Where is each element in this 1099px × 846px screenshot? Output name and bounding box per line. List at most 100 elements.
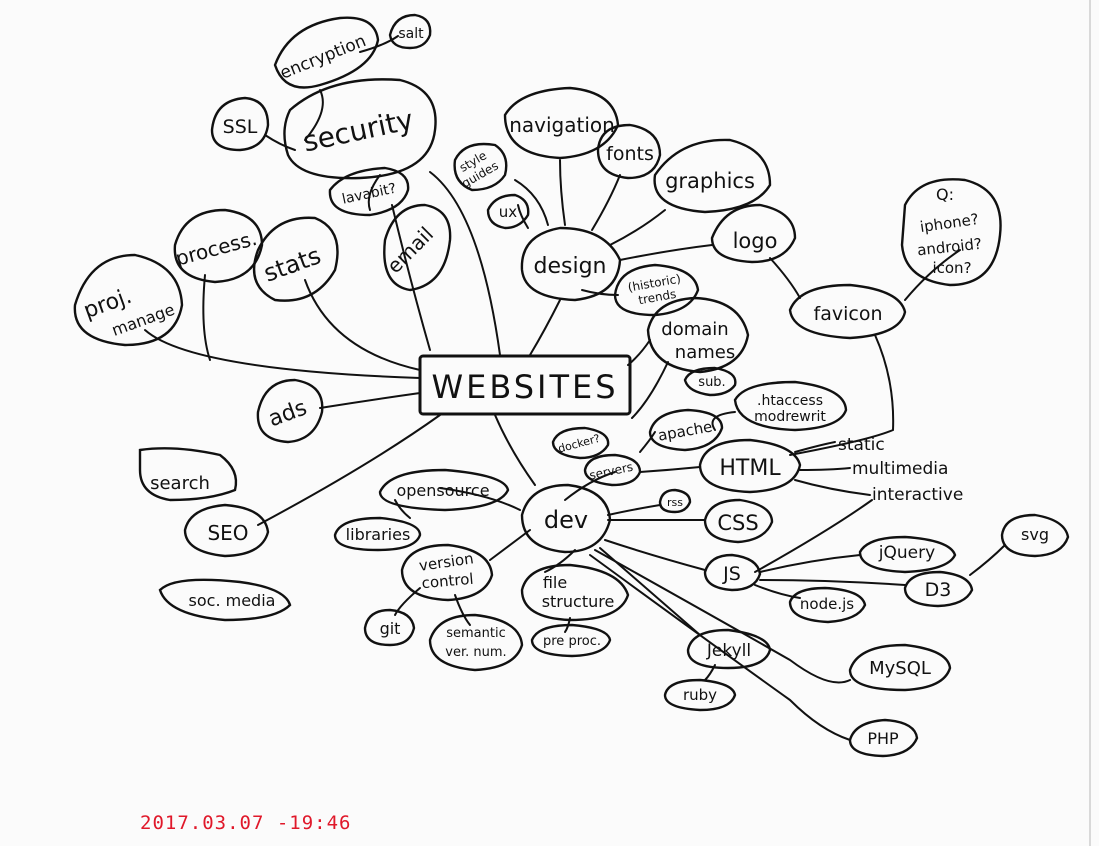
android-label: android?: [916, 235, 982, 260]
htaccess-label: .htaccess: [757, 393, 823, 409]
multimedia-label: multimedia: [852, 459, 948, 479]
nodejs-label: node.js: [800, 595, 854, 613]
node-style-guides: style guides: [453, 142, 508, 192]
js-label: JS: [722, 563, 741, 585]
servers-label: servers: [588, 460, 634, 483]
jekyll-label: Jekyll: [706, 641, 751, 661]
git-label: git: [380, 619, 401, 638]
logo-label: logo: [733, 229, 778, 253]
salt-label: salt: [398, 26, 424, 42]
apache-label: apache: [657, 417, 714, 444]
node-git: git: [363, 608, 416, 647]
node-version-control: version control: [400, 543, 494, 602]
node-design: design: [520, 226, 622, 302]
node-d3: D3: [903, 570, 974, 608]
node-graphics: graphics: [653, 138, 772, 214]
modrewrit-label: modrewrit: [754, 409, 826, 425]
iphone-label: iphone?: [919, 210, 980, 236]
preproc-label: pre proc.: [543, 634, 601, 649]
node-semantic-ver: semantic ver. num.: [428, 613, 524, 672]
graphics-label: graphics: [665, 169, 755, 193]
node-soc-media: soc. media: [158, 578, 292, 622]
search-label: search: [150, 473, 210, 494]
dev-label: dev: [544, 506, 588, 534]
control-label: control: [421, 570, 474, 592]
favicon-label: favicon: [814, 303, 883, 325]
email-label: email: [382, 222, 438, 278]
node-apache: apache: [648, 408, 724, 452]
node-security: security: [283, 78, 437, 180]
css-label: CSS: [717, 511, 758, 535]
node-process: process.: [173, 208, 264, 284]
docker-label: docker?: [557, 432, 602, 456]
node-seo: SEO: [183, 503, 270, 558]
fonts-label: fonts: [606, 143, 654, 165]
ssl-label: SSL: [223, 116, 258, 138]
node-opensource: opensource: [378, 468, 510, 512]
node-file-structure: file structure: [520, 563, 630, 622]
mind-map-edges: [144, 35, 1006, 741]
node-servers: servers: [583, 453, 642, 487]
node-jekyll: Jekyll: [686, 628, 772, 670]
mysql-label: MySQL: [869, 658, 931, 679]
names-label: names: [675, 342, 735, 363]
node-fonts: fonts: [596, 123, 662, 180]
node-docker: docker?: [551, 426, 610, 460]
ruby-label: ruby: [683, 686, 717, 704]
seo-label: SEO: [207, 521, 248, 545]
node-ads: ads: [256, 378, 324, 444]
ux-label: ux: [499, 203, 518, 221]
node-preproc: pre proc.: [530, 623, 612, 658]
node-websites: WEBSITES: [418, 354, 632, 416]
node-favicon: favicon: [788, 283, 907, 340]
ads-label: ads: [265, 395, 310, 432]
navigation-label: navigation: [509, 113, 615, 137]
domain-label: domain: [661, 319, 728, 340]
sub-label: sub.: [698, 375, 725, 390]
svg-label: svg: [1021, 525, 1049, 544]
php-label: PHP: [867, 729, 899, 748]
stats-label: stats: [260, 241, 325, 287]
node-stats: stats: [252, 216, 339, 302]
node-sub: sub.: [683, 366, 737, 397]
websites-label: WEBSITES: [431, 368, 618, 406]
soc-media-label: soc. media: [189, 591, 276, 610]
node-favicon-question: Q: iphone? android? icon?: [900, 178, 1002, 287]
libraries-label: libraries: [346, 525, 411, 544]
node-html: HTML: [698, 438, 802, 494]
opensource-label: opensource: [396, 481, 489, 500]
node-salt: salt: [388, 13, 432, 50]
node-nodejs: node.js: [788, 586, 867, 624]
node-ruby: ruby: [663, 678, 737, 712]
trends-label: trends: [637, 287, 677, 307]
rss-label: rss: [667, 496, 683, 509]
node-proj-manage: proj. manage: [73, 253, 184, 347]
node-libraries: libraries: [333, 516, 422, 552]
node-css: CSS: [703, 498, 774, 544]
node-jquery: jQuery: [858, 535, 957, 574]
ver-num-label: ver. num.: [445, 645, 506, 660]
node-htaccess: .htaccess modrewrit: [733, 380, 848, 432]
node-mysql: MySQL: [848, 643, 952, 692]
interactive-label: interactive: [872, 485, 963, 505]
node-logo: logo: [710, 203, 797, 264]
structure-label: structure: [542, 592, 615, 611]
d3-label: D3: [925, 579, 952, 601]
node-domain-names: domain names: [646, 296, 750, 374]
node-navigation: navigation: [503, 86, 620, 160]
jquery-label: jQuery: [878, 543, 935, 563]
icon-question-label: icon?: [932, 259, 971, 277]
page-edge-line: [1089, 0, 1091, 846]
design-label: design: [534, 254, 607, 279]
process-label: process.: [173, 226, 260, 271]
timestamp: 2017.03.07 -19:46: [140, 812, 352, 834]
node-encryption: encryption: [273, 16, 380, 89]
node-rss: rss: [658, 488, 692, 514]
node-dev: dev: [520, 483, 612, 554]
node-ux: ux: [486, 193, 530, 230]
node-svg: svg: [1000, 513, 1070, 558]
node-ssl: SSL: [210, 96, 270, 152]
node-historic-trends: (historic) trends: [613, 263, 700, 317]
node-email: email: [382, 203, 452, 292]
